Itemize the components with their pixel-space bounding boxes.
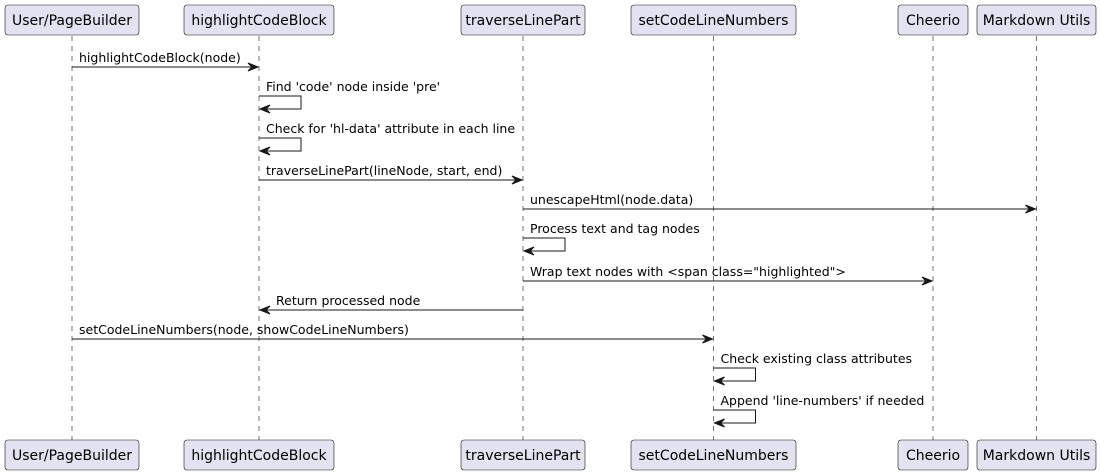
message-3: Check for 'hl-data' attribute in each li… <box>258 121 515 156</box>
arrowhead <box>247 62 260 72</box>
participant-hcb-top: highlightCodeBlock <box>183 4 335 36</box>
participant-box <box>976 439 1097 471</box>
message-label: Check existing class attributes <box>721 351 913 366</box>
arrowhead <box>713 376 725 386</box>
participant-label: traverseLinePart <box>465 13 581 29</box>
self-message-line <box>713 367 756 382</box>
self-message-line <box>259 95 302 110</box>
participant-box <box>976 4 1097 36</box>
message-label: unescapeHtml(node.data) <box>530 192 693 207</box>
arrowhead <box>511 175 524 185</box>
arrowhead <box>1025 204 1037 214</box>
message-9: setCodeLineNumbers(node, showCodeLineNum… <box>72 322 714 344</box>
message-4: traverseLinePart(lineNode, start, end) <box>259 163 524 185</box>
participant-box <box>183 439 335 471</box>
arrowhead <box>258 104 271 114</box>
participant-scln-bottom: setCodeLineNumbers <box>630 439 797 471</box>
participant-box <box>630 439 797 471</box>
participant-label: highlightCodeBlock <box>191 13 327 29</box>
participant-tlp-top: traverseLinePart <box>460 4 586 36</box>
message-7: Wrap text nodes with <span class="highli… <box>523 264 934 286</box>
self-message-line <box>259 137 302 152</box>
participant-label: Markdown Utils <box>983 448 1091 464</box>
message-2: Find 'code' node inside 'pre' <box>258 79 440 114</box>
participant-label: Markdown Utils <box>983 13 1091 29</box>
participant-user-bottom: User/PageBuilder <box>4 439 140 471</box>
participant-label: User/PageBuilder <box>12 448 132 464</box>
arrowhead <box>713 418 725 428</box>
participant-label: setCodeLineNumbers <box>639 13 789 29</box>
participant-label: User/PageBuilder <box>12 13 132 29</box>
arrowhead <box>258 305 271 315</box>
participant-md-top: Markdown Utils <box>976 4 1097 36</box>
participant-label: highlightCodeBlock <box>191 448 327 464</box>
message-label: Return processed node <box>276 293 421 308</box>
participant-label: traverseLinePart <box>465 448 581 464</box>
message-label: Process text and tag nodes <box>530 221 700 236</box>
message-label: traverseLinePart(lineNode, start, end) <box>266 163 502 178</box>
messages: highlightCodeBlock(node) Find 'code' node… <box>72 50 1037 428</box>
message-label: Append 'line-numbers' if needed <box>721 393 925 408</box>
participant-md-bottom: Markdown Utils <box>976 439 1097 471</box>
participant-box <box>183 4 335 36</box>
participant-box <box>4 4 140 36</box>
message-6: Process text and tag nodes <box>522 221 700 256</box>
participant-box <box>897 439 969 471</box>
message-label: highlightCodeBlock(node) <box>79 50 241 65</box>
arrowhead <box>702 334 714 344</box>
participant-box <box>4 439 140 471</box>
participant-hcb-bottom: highlightCodeBlock <box>183 439 335 471</box>
participant-scln-top: setCodeLineNumbers <box>630 4 797 36</box>
participant-box <box>460 4 586 36</box>
participant-box <box>897 4 969 36</box>
message-10: Check existing class attributes <box>713 351 913 386</box>
self-message-line <box>523 237 566 252</box>
participant-user-top: User/PageBuilder <box>4 4 140 36</box>
participant-label: Cheerio <box>906 448 960 464</box>
message-8: Return processed node <box>258 293 523 315</box>
top-participants: User/PageBuilder highlightCodeBlock traver… <box>4 4 1097 36</box>
message-label: setCodeLineNumbers(node, showCodeLineNum… <box>79 322 409 337</box>
participant-label: Cheerio <box>906 13 960 29</box>
message-label: Find 'code' node inside 'pre' <box>266 79 440 94</box>
message-1: highlightCodeBlock(node) <box>72 50 260 72</box>
participant-cheerio-bottom: Cheerio <box>897 439 969 471</box>
message-label: Check for 'hl-data' attribute in each li… <box>266 121 515 136</box>
arrowhead <box>921 276 934 286</box>
participant-cheerio-top: Cheerio <box>897 4 969 36</box>
arrowhead <box>522 246 535 256</box>
participant-tlp-bottom: traverseLinePart <box>460 439 586 471</box>
participant-label: setCodeLineNumbers <box>639 448 789 464</box>
self-message-line <box>713 409 756 424</box>
message-label: Wrap text nodes with <span class="highli… <box>530 264 846 279</box>
bottom-participants: User/PageBuilder highlightCodeBlock traver… <box>4 439 1097 471</box>
participant-box <box>630 4 797 36</box>
message-11: Append 'line-numbers' if needed <box>713 393 925 428</box>
message-5: unescapeHtml(node.data) <box>523 192 1037 214</box>
arrowhead <box>258 146 271 156</box>
participant-box <box>460 439 586 471</box>
